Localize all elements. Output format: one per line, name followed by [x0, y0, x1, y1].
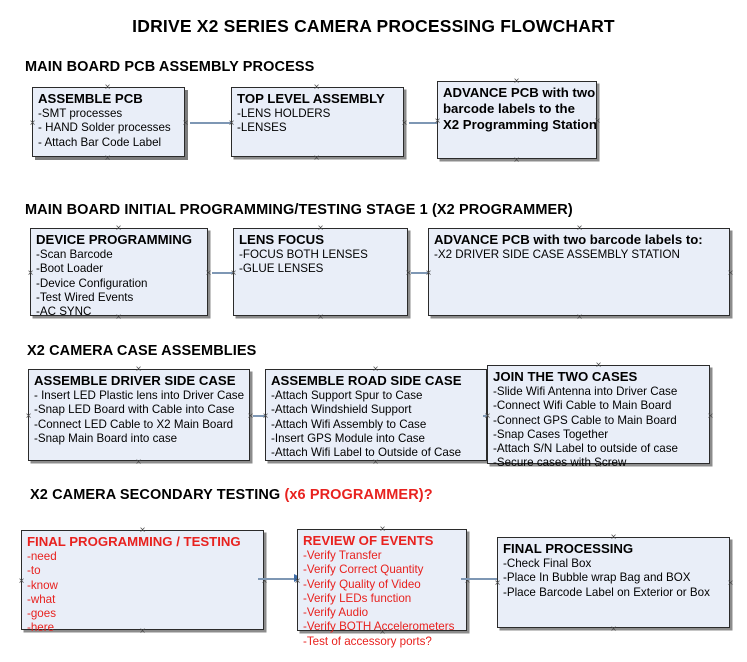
- section-heading-3-text: X2 CAMERA CASE ASSEMBLIES: [27, 343, 257, 359]
- box-line: -AC SYNC: [36, 305, 92, 319]
- process-box-assemble-pcb[interactable]: ASSEMBLE PCB -SMT processes - HAND Solde…: [32, 87, 185, 157]
- box-line: barcode labels to the: [443, 101, 575, 116]
- connection-handle-bottom[interactable]: [575, 313, 584, 322]
- box-line: -Slide Wifi Antenna into Driver Case: [493, 385, 678, 398]
- process-box-review-of-events[interactable]: REVIEW OF EVENTS -Verify Transfer -Verif…: [297, 529, 467, 648]
- box-line: -FOCUS BOTH LENSES: [239, 248, 368, 261]
- box-title: ADVANCE PCB with two barcode labels to:: [434, 232, 703, 247]
- box-line: -Device Configuration: [36, 276, 148, 290]
- box-line: -Snap Cases Together: [493, 427, 609, 441]
- box-line: -Check Final Box: [503, 557, 592, 570]
- box-line: -Verify Correct Quantity: [303, 563, 424, 577]
- connection-handle-left[interactable]: [26, 269, 35, 278]
- box-line: -Snap Main Board into case: [34, 431, 178, 445]
- box-line: -Scan Barcode: [36, 248, 113, 261]
- box-line: -Attach S/N Label to outside of case: [493, 442, 678, 456]
- box-line: -Place Barcode Label on Exterior or Box: [503, 585, 710, 599]
- connection-handle-right[interactable]: [706, 412, 715, 421]
- box-line: -Snap LED Board with Cable into Case: [34, 403, 235, 417]
- connection-handle-left[interactable]: [17, 577, 26, 586]
- box-line: -Secure cases with Screw: [493, 456, 627, 470]
- box-line: -here: [27, 621, 55, 635]
- process-box-join-the-two-cases[interactable]: JOIN THE TWO CASES -Slide Wifi Antenna i…: [487, 365, 710, 469]
- process-box-top-level-assembly[interactable]: TOP LEVEL ASSEMBLY -LENS HOLDERS -LENSES: [231, 87, 404, 157]
- section-heading-4-accent: (x6 PROGRAMMER)?: [284, 487, 433, 503]
- process-box-device-programming[interactable]: DEVICE PROGRAMMING -Scan Barcode -Boot L…: [30, 228, 208, 319]
- connection-handle-bottom[interactable]: [312, 154, 321, 163]
- box-title: REVIEW OF EVENTS: [303, 533, 434, 548]
- connection-handle-bottom[interactable]: [609, 625, 618, 634]
- box-line: -goes: [27, 607, 57, 621]
- box-line: -to: [27, 564, 41, 578]
- process-box-final-processing[interactable]: FINAL PROCESSING -Check Final Box -Place…: [497, 537, 730, 628]
- connection-handle-left[interactable]: [24, 412, 33, 421]
- box-title: ASSEMBLE PCB: [38, 91, 143, 106]
- box-title: FINAL PROGRAMMING / TESTING: [27, 534, 241, 549]
- process-box-final-programming-testing[interactable]: FINAL PROGRAMMING / TESTING -need -to -k…: [21, 530, 264, 634]
- box-line: - Insert LED Plastic lens into Driver Ca…: [34, 389, 245, 402]
- box-line: -LENSES: [237, 121, 287, 135]
- box-line: -know: [27, 578, 58, 592]
- connection-handle-right[interactable]: [726, 269, 735, 278]
- box-line: -need: [27, 550, 57, 563]
- box-title: ASSEMBLE ROAD SIDE CASE: [271, 373, 462, 388]
- box-line: -Verify Audio: [303, 606, 369, 620]
- box-title: FINAL PROCESSING: [503, 541, 634, 556]
- section-heading-1-text: MAIN BOARD PCB ASSEMBLY PROCESS: [25, 59, 315, 75]
- box-line: - HAND Solder processes: [38, 121, 171, 135]
- box-line: -Place In Bubble wrap Bag and BOX: [503, 571, 691, 585]
- arrow-final-programming-to-review: [258, 574, 302, 583]
- connection-handle-bottom[interactable]: [103, 154, 112, 163]
- box-line: -Attach Wifi Label to Outside of Case: [271, 446, 462, 460]
- section-heading-2: MAIN BOARD INITIAL PROGRAMMING/TESTING S…: [25, 202, 573, 218]
- process-box-advance-pcb-driver-case[interactable]: ADVANCE PCB with two barcode labels to: …: [428, 228, 730, 316]
- box-line: -Verify Quality of Video: [303, 577, 421, 591]
- box-line: -SMT processes: [38, 107, 123, 120]
- connection-handle-bottom[interactable]: [512, 156, 521, 165]
- box-line: -Attach Wifi Assembly to Case: [271, 417, 427, 431]
- box-line: X2 Programming Station: [443, 117, 597, 132]
- page-title: IDRIVE X2 SERIES CAMERA PROCESSING FLOWC…: [132, 16, 615, 36]
- process-box-assemble-driver-side-case[interactable]: ASSEMBLE DRIVER SIDE CASE - Insert LED P…: [28, 369, 250, 461]
- box-line: -Connect GPS Cable to Main Board: [493, 413, 677, 427]
- section-heading-3: X2 CAMERA CASE ASSEMBLIES: [27, 343, 256, 359]
- box-line: -Insert GPS Module into Case: [271, 431, 426, 445]
- box-line: -Boot Loader: [36, 262, 104, 276]
- process-box-lens-focus[interactable]: LENS FOCUS -FOCUS BOTH LENSES -GLUE LENS…: [233, 228, 408, 316]
- box-line: - Attach Bar Code Label: [38, 135, 162, 149]
- connection-handle-bottom[interactable]: [316, 313, 325, 322]
- connection-handle-right[interactable]: [726, 579, 735, 588]
- box-title: JOIN THE TWO CASES: [493, 369, 638, 384]
- box-line: -Verify BOTH Accelerometers: [303, 620, 455, 634]
- box-title: DEVICE PROGRAMMING: [36, 232, 193, 247]
- box-title: TOP LEVEL ASSEMBLY: [237, 91, 385, 106]
- box-line: -X2 DRIVER SIDE CASE ASSEMBLY STATION: [434, 248, 680, 261]
- box-line: -Verify LEDs function: [303, 591, 412, 605]
- connection-handle-right[interactable]: [400, 119, 409, 128]
- box-line: -Connect Wifi Cable to Main Board: [493, 399, 672, 413]
- box-line-overflow: -Test of accessory ports?: [303, 634, 432, 648]
- box-line: -Attach Support Spur to Case: [271, 389, 423, 402]
- box-line: -Verify Transfer: [303, 549, 382, 562]
- box-line: -what: [27, 592, 56, 606]
- box-title: LENS FOCUS: [239, 232, 324, 247]
- box-line: -GLUE LENSES: [239, 262, 324, 276]
- box-title: ADVANCE PCB with two: [443, 85, 596, 100]
- box-line: -Attach Windshield Support: [271, 403, 412, 417]
- box-line: -LENS HOLDERS: [237, 107, 331, 120]
- connection-handle-left[interactable]: [28, 119, 37, 128]
- section-heading-4-text: X2 CAMERA SECONDARY TESTING: [30, 487, 285, 503]
- box-title: ASSEMBLE DRIVER SIDE CASE: [34, 373, 236, 388]
- box-line: -Connect LED Cable to X2 Main Board: [34, 417, 234, 431]
- box-line: -Test Wired Events: [36, 290, 134, 304]
- process-box-advance-pcb-station[interactable]: ADVANCE PCB with two barcode labels to t…: [437, 81, 597, 159]
- section-heading-4: X2 CAMERA SECONDARY TESTING (x6 PROGRAMM…: [30, 487, 433, 503]
- connection-handle-right[interactable]: [181, 119, 190, 128]
- section-heading-2-text: MAIN BOARD INITIAL PROGRAMMING/TESTING S…: [25, 202, 573, 218]
- process-box-assemble-road-side-case[interactable]: ASSEMBLE ROAD SIDE CASE -Attach Support …: [265, 369, 487, 461]
- section-heading-1: MAIN BOARD PCB ASSEMBLY PROCESS: [25, 59, 314, 75]
- connection-handle-bottom[interactable]: [134, 458, 143, 467]
